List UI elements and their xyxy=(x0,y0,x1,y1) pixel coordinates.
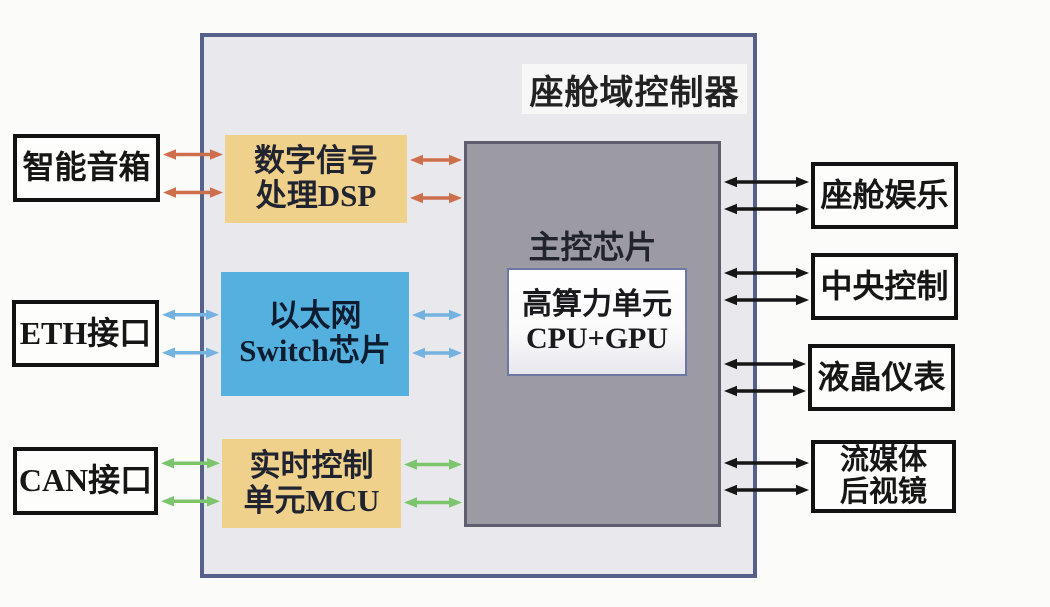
can-label: CAN接口 xyxy=(18,462,153,499)
box-compute-unit: 高算力单元 CPU+GPU xyxy=(507,268,687,376)
lcd-cluster-label: 液晶仪表 xyxy=(817,358,946,395)
stream-mirror-line1: 流媒体 xyxy=(839,443,927,476)
box-chip: 主控芯片 高算力单元 CPU+GPU xyxy=(464,141,721,527)
chip-label: 主控芯片 xyxy=(528,229,657,265)
box-entertainment: 座舱娱乐 xyxy=(811,162,958,229)
box-stream-mirror: 流媒体 后视镜 xyxy=(811,440,956,513)
compute-unit-line2: CPU+GPU xyxy=(525,322,669,355)
mcu-label-line2: 单元MCU xyxy=(243,482,380,518)
entertainment-label: 座舱娱乐 xyxy=(820,176,949,213)
eth-label: ETH接口 xyxy=(19,314,152,351)
stream-mirror-line2: 后视镜 xyxy=(839,475,927,508)
box-central-control: 中央控制 xyxy=(811,253,958,320)
box-mcu: 实时控制 单元MCU xyxy=(222,439,401,528)
box-lcd-cluster: 液晶仪表 xyxy=(808,344,955,411)
switch-label-line1: 以太网 xyxy=(268,298,362,334)
speaker-label: 智能音箱 xyxy=(22,149,151,186)
compute-unit-line1: 高算力单元 xyxy=(522,287,672,321)
dsp-label-line1: 数字信号 xyxy=(254,143,378,179)
container-title: 座舱域控制器 xyxy=(522,64,747,114)
box-dsp: 数字信号 处理DSP xyxy=(225,135,407,223)
box-eth: ETH接口 xyxy=(12,300,159,367)
mcu-label-line1: 实时控制 xyxy=(249,447,374,483)
switch-label-line2: Switch芯片 xyxy=(239,333,391,368)
cockpit-domain-controller-container: 座舱域控制器 数字信号 处理DSP 以太网 Switch芯片 实时控制 单元MC… xyxy=(200,33,757,578)
box-ethernet-switch: 以太网 Switch芯片 xyxy=(221,272,409,396)
central-control-label: 中央控制 xyxy=(820,267,949,304)
dsp-label-line2: 处理DSP xyxy=(255,178,377,213)
box-speaker: 智能音箱 xyxy=(13,134,160,202)
box-can: CAN接口 xyxy=(13,447,158,515)
